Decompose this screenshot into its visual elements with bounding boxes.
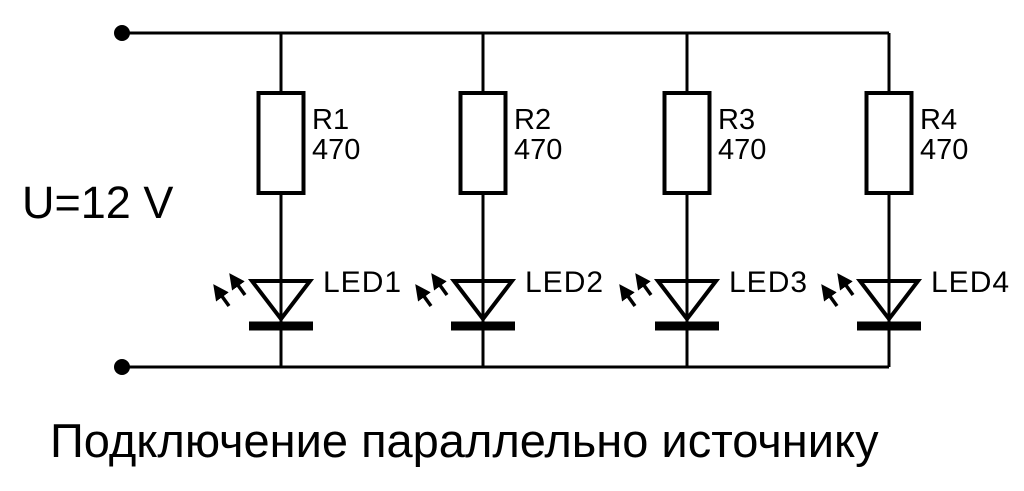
led-name-label: LED4 xyxy=(931,266,1011,299)
led-triangle xyxy=(653,279,721,323)
terminal-dot-top xyxy=(114,25,130,41)
led-triangle xyxy=(247,279,315,323)
led-name-label: LED3 xyxy=(729,266,809,299)
light-arrow-icon xyxy=(821,284,839,308)
resistor-name-label: R2 xyxy=(514,104,552,136)
light-arrow-icon xyxy=(229,273,247,297)
light-arrow-icon xyxy=(619,284,637,308)
circuit-branch xyxy=(821,33,923,367)
led-light-arrows-icon xyxy=(619,273,653,308)
terminal-dot-bottom xyxy=(114,359,130,375)
light-arrow-icon xyxy=(213,284,231,308)
caption: Подключение параллельно источнику xyxy=(50,414,879,467)
resistor-value-label: 470 xyxy=(514,134,563,166)
led-name-label: LED2 xyxy=(525,266,605,299)
circuit-branch xyxy=(619,33,721,367)
light-arrow-icon xyxy=(431,273,449,297)
light-arrow-icon xyxy=(635,273,653,297)
led-name-label: LED1 xyxy=(323,266,403,299)
led-triangle xyxy=(449,279,517,323)
resistor-name-label: R1 xyxy=(312,104,350,136)
led-light-arrows-icon xyxy=(213,273,247,308)
resistor-value-label: 470 xyxy=(920,134,969,166)
led-triangle xyxy=(855,279,923,323)
resistor-name-label: R4 xyxy=(920,104,958,136)
resistor-value-label: 470 xyxy=(312,134,361,166)
circuit-branch xyxy=(213,33,315,367)
resistor-body xyxy=(256,91,306,195)
resistor-body xyxy=(458,91,508,195)
led-light-arrows-icon xyxy=(821,273,855,308)
resistor-body xyxy=(662,91,712,195)
led-light-arrows-icon xyxy=(415,273,449,308)
light-arrow-icon xyxy=(415,284,433,308)
resistor-name-label: R3 xyxy=(718,104,756,136)
resistor-value-label: 470 xyxy=(718,134,767,166)
resistor-body xyxy=(864,91,914,195)
voltage-label: U=12 V xyxy=(22,177,174,228)
circuit-branch xyxy=(415,33,517,367)
light-arrow-icon xyxy=(837,273,855,297)
